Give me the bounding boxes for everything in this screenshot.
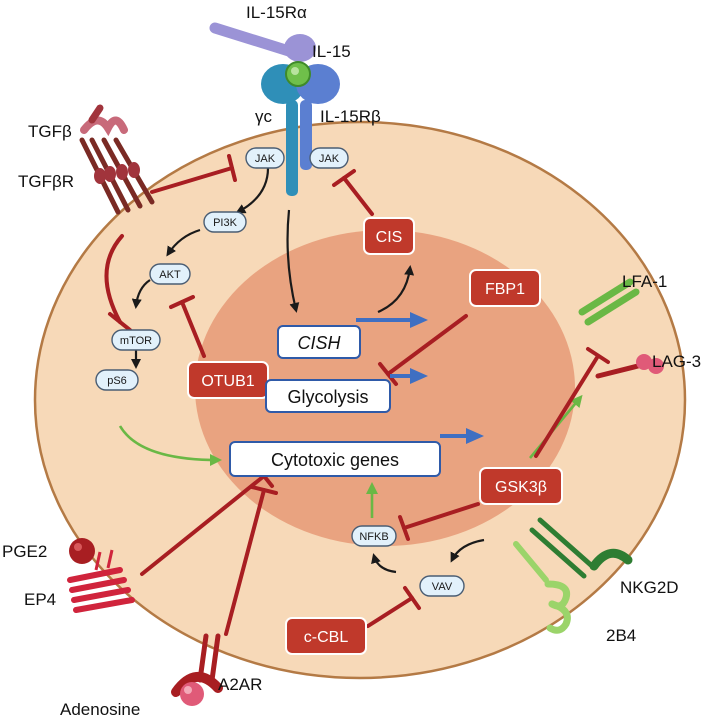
gene-glycolysis: Glycolysis [265, 379, 391, 413]
gene-expression-arrows [356, 312, 484, 444]
label-gamma-c: γc [255, 107, 273, 126]
inhibitor-cis-label: CIS [376, 229, 403, 246]
inhibitor-otub1-label: OTUB1 [201, 373, 254, 390]
node-jak-right-label: JAK [319, 153, 340, 165]
inhibitor-cis: CIS [363, 217, 415, 255]
node-pi3k: PI3K [203, 211, 247, 233]
label-2b4: 2B4 [606, 626, 636, 645]
il15-receptor-complex [209, 22, 340, 196]
label-il15ra: IL-15Rα [246, 3, 307, 22]
gene-cish-label: CISH [297, 333, 341, 353]
label-lag3: LAG-3 [652, 352, 701, 371]
node-ps6: pS6 [95, 369, 139, 391]
inhibitor-ccbl: c-CBL [285, 617, 367, 655]
tgfb-receptor [79, 104, 155, 215]
node-akt-label: AKT [159, 269, 181, 281]
node-vav-label: VAV [432, 581, 453, 593]
a2ar-receptor [171, 633, 223, 706]
node-mtor: mTOR [111, 329, 161, 351]
label-il15: IL-15 [312, 42, 351, 61]
label-a2ar: A2AR [218, 675, 262, 694]
label-adenosine: Adenosine [60, 700, 140, 719]
node-jak-left: JAK [245, 147, 285, 169]
node-nfkb-label: NFKB [359, 531, 388, 543]
2b4-receptor [513, 541, 571, 634]
label-il15rb: IL-15Rβ [320, 107, 381, 126]
node-akt: AKT [149, 263, 191, 285]
label-pge2: PGE2 [2, 542, 47, 561]
nkg2d-receptor [529, 517, 633, 579]
ep4-receptor [67, 538, 135, 613]
node-jak-right: JAK [309, 147, 349, 169]
label-nkg2d: NKG2D [620, 578, 679, 597]
node-vav: VAV [419, 575, 465, 597]
lag3-receptor [595, 354, 664, 379]
node-ps6-label: pS6 [107, 375, 127, 387]
label-lfa1: LFA-1 [622, 272, 667, 291]
gene-glycolysis-label: Glycolysis [287, 387, 368, 407]
node-mtor-label: mTOR [120, 335, 152, 347]
node-nfkb: NFKB [351, 525, 397, 547]
gene-cytotoxic-label: Cytotoxic genes [271, 450, 399, 470]
inhibitor-fbp1-label: FBP1 [485, 281, 525, 298]
node-jak-left-label: JAK [255, 153, 276, 165]
inhibitor-gsk3b-label: GSK3β [495, 479, 547, 496]
label-tgfb: TGFβ [28, 122, 72, 141]
inhibitor-fbp1: FBP1 [469, 269, 541, 307]
gene-cytotoxic: Cytotoxic genes [229, 441, 441, 477]
label-tgfbr: TGFβR [18, 172, 74, 191]
node-pi3k-label: PI3K [213, 217, 238, 229]
label-ep4: EP4 [24, 590, 56, 609]
activation-arrows [131, 167, 485, 574]
inhibitor-ccbl-label: c-CBL [304, 629, 349, 646]
inhibitor-otub1: OTUB1 [187, 361, 269, 399]
inhibitor-gsk3b: GSK3β [479, 467, 563, 505]
gene-cish: CISH [277, 325, 361, 359]
lfa1-receptor [578, 278, 640, 326]
